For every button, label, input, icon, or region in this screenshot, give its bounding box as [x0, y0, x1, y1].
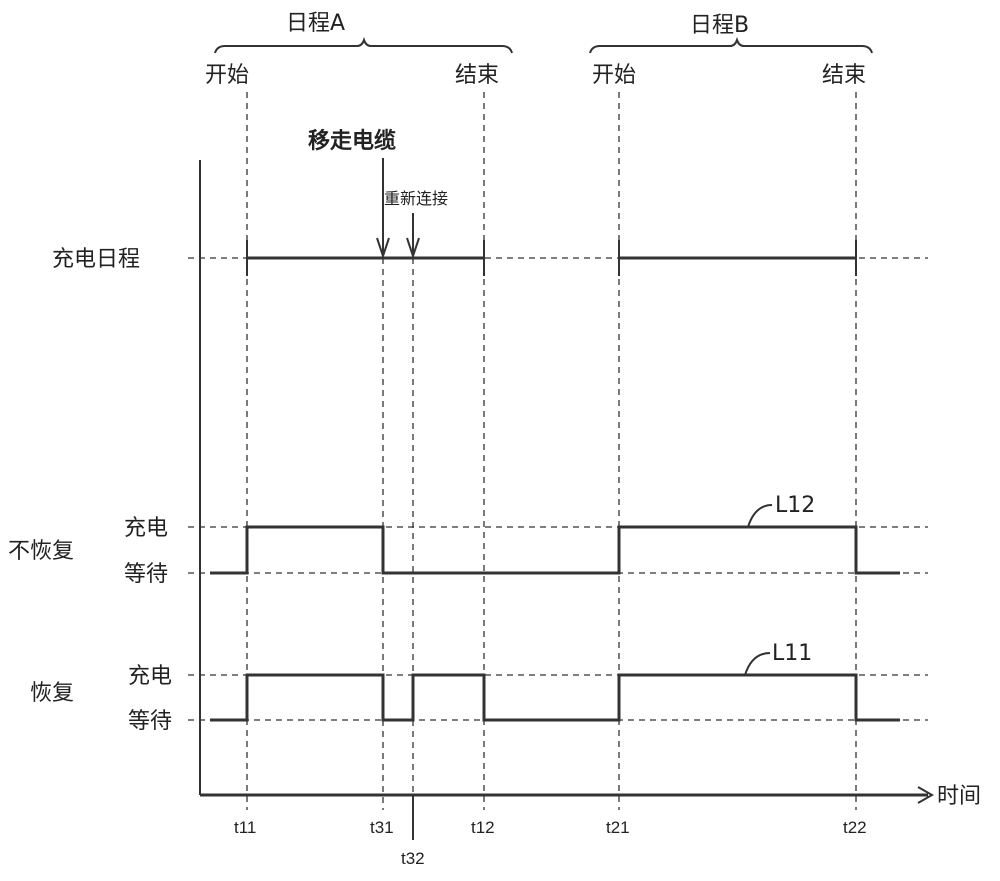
no-resume-charge-level: 充电: [124, 516, 168, 541]
l12-label: L12: [775, 493, 815, 518]
signal-l11: [210, 675, 900, 720]
time-axis-label: 时间: [937, 784, 981, 809]
schedule-a-label: 日程A: [286, 11, 345, 36]
schedule-b-end: 结束: [822, 63, 866, 88]
l11-leader: [745, 653, 770, 675]
resume-charge-level: 充电: [128, 664, 172, 689]
schedule-a-end: 结束: [455, 63, 499, 88]
tick-t31: t31: [370, 818, 394, 837]
reconnect-label: 重新连接: [384, 189, 448, 208]
level-lines: [188, 258, 928, 720]
schedule-row-label: 充电日程: [52, 247, 140, 272]
tick-t12: t12: [471, 818, 495, 837]
l11-label: L11: [772, 641, 812, 666]
resume-label: 恢复: [30, 681, 74, 706]
schedule-b-label: 日程B: [690, 13, 749, 38]
remove-cable-label: 移走电缆: [308, 128, 396, 154]
tick-t21: t21: [606, 818, 630, 837]
schedule-a-start: 开始: [205, 63, 249, 88]
tick-t32: t32: [401, 849, 425, 868]
no-resume-label: 不恢复: [8, 539, 74, 564]
time-markers: [247, 92, 856, 840]
schedule-b-brace: [590, 40, 872, 53]
tick-t22: t22: [843, 818, 867, 837]
resume-wait-level: 等待: [128, 709, 172, 734]
no-resume-wait-level: 等待: [124, 562, 168, 587]
l12-leader: [748, 505, 772, 527]
schedule-b-start: 开始: [592, 63, 636, 88]
signal-l12: [210, 527, 900, 573]
schedule-a-brace: [215, 40, 512, 53]
tick-t11: t11: [234, 818, 256, 837]
